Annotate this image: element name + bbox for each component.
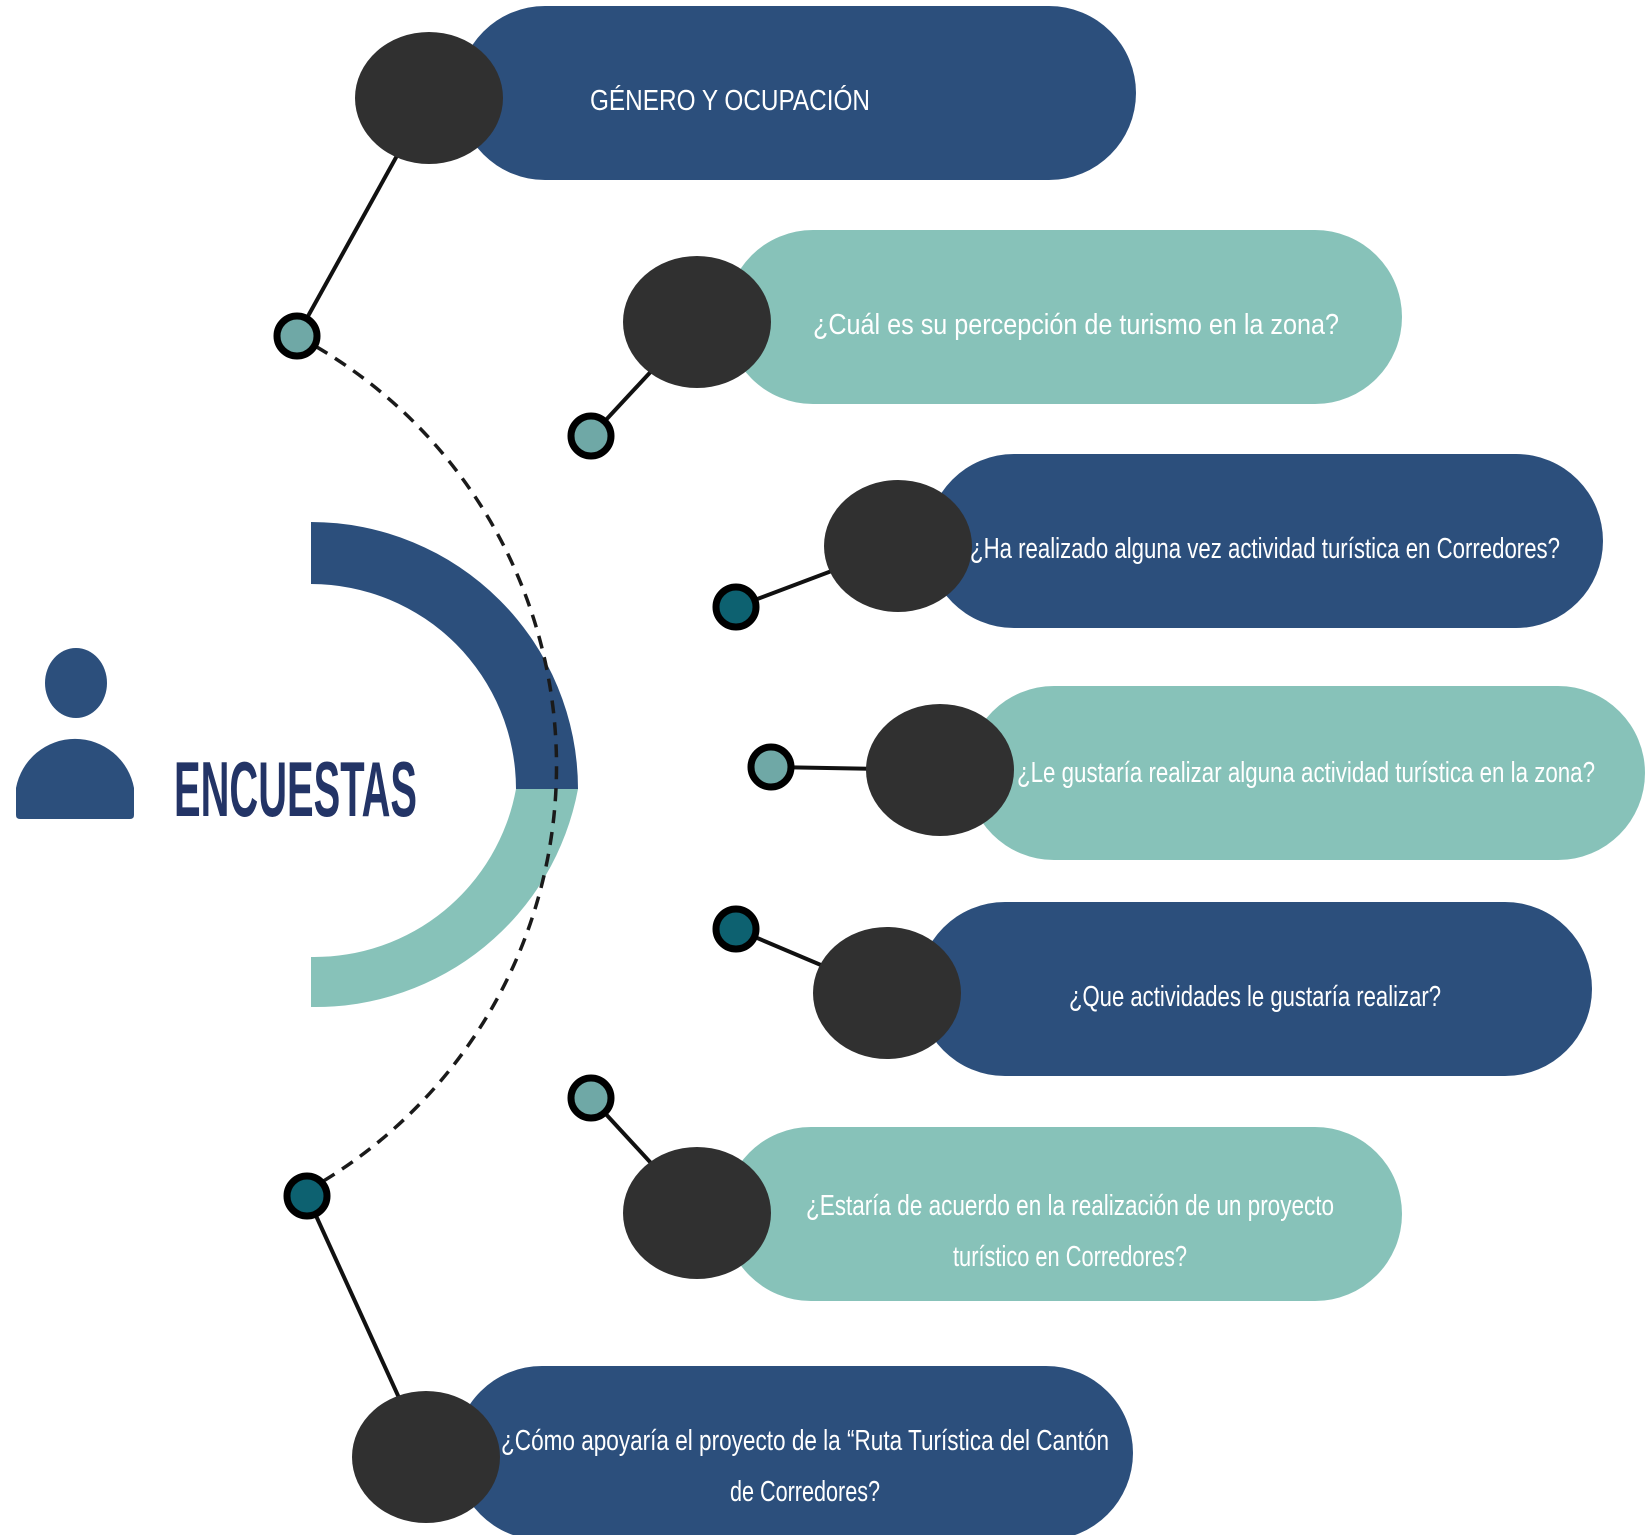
connector-dot [273, 312, 321, 360]
half-ring [311, 522, 578, 1008]
ring-bottom-segment [311, 789, 578, 1008]
connector-dot [747, 743, 795, 791]
question-text: ¿Que actividades le gustaría realizar? [1069, 981, 1441, 1013]
marker-circle [352, 1391, 500, 1523]
marker-circle [355, 32, 503, 164]
connector-dot [567, 1074, 615, 1122]
question-text: GÉNERO Y OCUPACIÓN [590, 84, 870, 117]
marker-circle [813, 927, 961, 1059]
marker-circle [623, 1147, 771, 1279]
person-icon [16, 648, 134, 819]
connector-dot [712, 905, 760, 953]
question-pill [458, 6, 1136, 180]
question-item: ¿Que actividades le gustaría realizar? [813, 902, 1592, 1076]
marker-circle [866, 704, 1014, 836]
question-pill [967, 686, 1645, 860]
question-text: ¿Cómo apoyaría el proyecto de la “Ruta T… [501, 1425, 1109, 1457]
question-item: ¿Cómo apoyaría el proyecto de la “Ruta T… [352, 1366, 1133, 1535]
connector-dot [712, 583, 760, 631]
question-pill [455, 1366, 1133, 1535]
question-pill [724, 1127, 1402, 1301]
connector-dots [273, 312, 795, 1220]
question-item: ¿Ha realizado alguna vez actividad turís… [824, 454, 1603, 628]
question-text: ¿Le gustaría realizar alguna actividad t… [1017, 757, 1595, 789]
ring-top-segment [311, 522, 578, 789]
question-item: GÉNERO Y OCUPACIÓN [355, 6, 1136, 180]
question-item: ¿Estaría de acuerdo en la realización de… [623, 1127, 1402, 1301]
question-list: GÉNERO Y OCUPACIÓN ¿Cuál es su percepción… [352, 6, 1645, 1535]
marker-circle [824, 480, 972, 612]
question-text: ¿Ha realizado alguna vez actividad turís… [970, 533, 1560, 565]
question-item: ¿Le gustaría realizar alguna actividad t… [866, 686, 1645, 860]
question-text: ¿Estaría de acuerdo en la realización de… [806, 1190, 1334, 1222]
question-pill [726, 230, 1402, 404]
page-title: ENCUESTAS [174, 745, 417, 833]
question-text: turístico en Corredores? [953, 1241, 1187, 1273]
question-pill [927, 454, 1603, 628]
connector-dot [567, 412, 615, 460]
question-item: ¿Cuál es su percepción de turismo en la … [623, 230, 1402, 404]
dashed-connector-arc [296, 334, 559, 1198]
marker-circle [623, 256, 771, 388]
connector-dot [283, 1172, 331, 1220]
question-text: de Corredores? [730, 1476, 880, 1508]
question-pill [918, 902, 1592, 1076]
question-text: ¿Cuál es su percepción de turismo en la … [813, 309, 1339, 341]
